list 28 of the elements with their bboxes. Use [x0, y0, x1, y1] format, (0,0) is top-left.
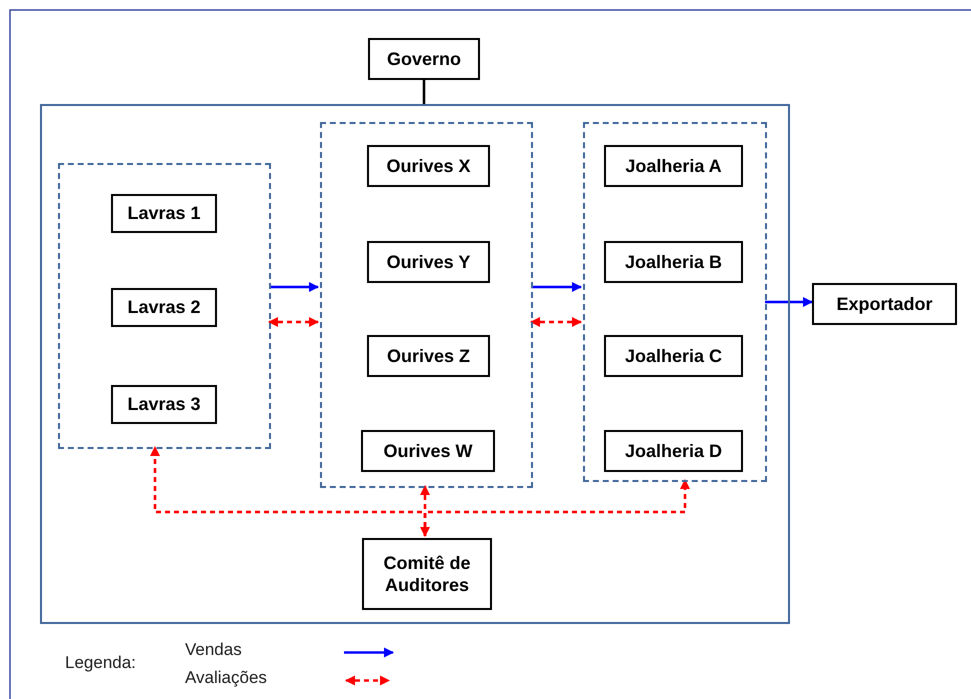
- legend-title: Legenda:: [65, 653, 136, 673]
- arrow: [530, 317, 582, 327]
- group-box: [58, 163, 271, 449]
- system-boundary: [40, 104, 790, 624]
- process-box: Lavras 2: [111, 288, 217, 327]
- process-box: Joalheria C: [604, 335, 743, 377]
- process-box: Lavras 3: [111, 385, 217, 424]
- process-box: Governo: [368, 38, 480, 80]
- process-box: Comitê de Auditores: [362, 538, 492, 610]
- legend-label: Avaliações: [185, 668, 267, 688]
- group-box: [583, 122, 767, 482]
- process-box: Ourives Y: [367, 241, 490, 283]
- process-box: Exportador: [812, 283, 957, 325]
- arrow: [268, 317, 319, 327]
- process-box: Ourives Z: [367, 335, 490, 377]
- process-box: Lavras 1: [111, 194, 217, 233]
- group-box: [320, 122, 533, 488]
- legend-label: Vendas: [185, 640, 242, 660]
- process-box: Ourives W: [361, 430, 495, 472]
- arrow: [424, 479, 690, 536]
- process-box: Ourives X: [367, 145, 490, 187]
- process-box: Joalheria A: [604, 145, 743, 187]
- arrow: [531, 282, 582, 292]
- process-box: Joalheria B: [604, 241, 743, 283]
- process-box: Joalheria D: [604, 430, 743, 472]
- arrow: [269, 282, 319, 292]
- arrow: [420, 485, 430, 537]
- arrow: [765, 297, 813, 307]
